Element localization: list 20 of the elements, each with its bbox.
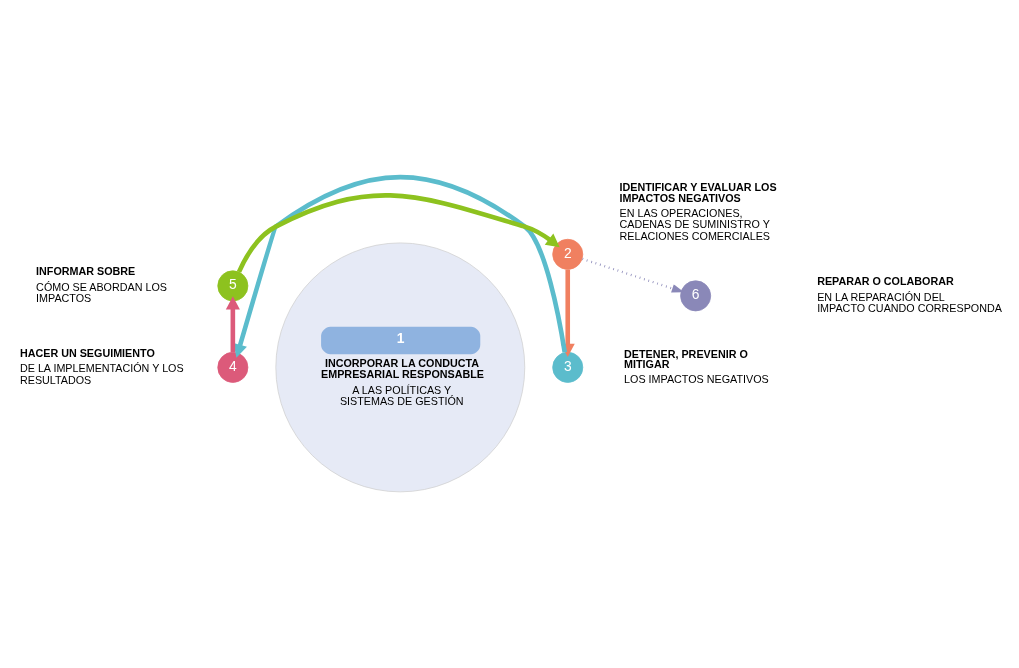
node-circle: 5 — [217, 269, 249, 301]
node-circle: 4 — [217, 351, 249, 383]
node-label: INFORMAR SOBRE — [36, 264, 136, 277]
node-label: DE LA IMPLEMENTACIÓN Y LOS RESULTADOS — [19, 361, 184, 386]
arrow — [233, 174, 567, 358]
node-label: EN LAS OPERACIONES, CADENAS DE SUMINISTRO Y RELACIONES COMERCIALES — [619, 206, 771, 242]
node-circle: 6 — [680, 279, 712, 311]
node-circle: 3 — [552, 351, 584, 383]
node-label: EN LA REPARACIÓN DEL IMPACTO CUANDO CORRESPONDA — [817, 290, 1002, 314]
node-circle: 2 — [552, 238, 584, 270]
node-circle: 1 INCORPORAR LA CONDUCTA EMPRESARIAL RESPONSABLE A LAS POLÍTICAS Y SISTEMAS DE GESTIÓN — [275, 242, 526, 492]
node-label: REPARAR O COLABORAR — [817, 274, 954, 287]
arrow — [225, 295, 240, 352]
node-label: IDENTIFICAR Y EVALUAR LOS IMPACTOS NEGATIVOS — [619, 180, 777, 204]
arrow — [236, 192, 560, 273]
node-label: CÓMO SE ABORDAN LOS IMPACTOS — [36, 280, 167, 304]
arrow — [582, 257, 685, 293]
node-label: HACER UN SEGUIMIENTO — [19, 346, 155, 359]
node-label: DETENER, PREVENIR O MITIGAR — [624, 347, 748, 370]
node-label: LOS IMPACTOS NEGATIVOS — [624, 372, 769, 385]
